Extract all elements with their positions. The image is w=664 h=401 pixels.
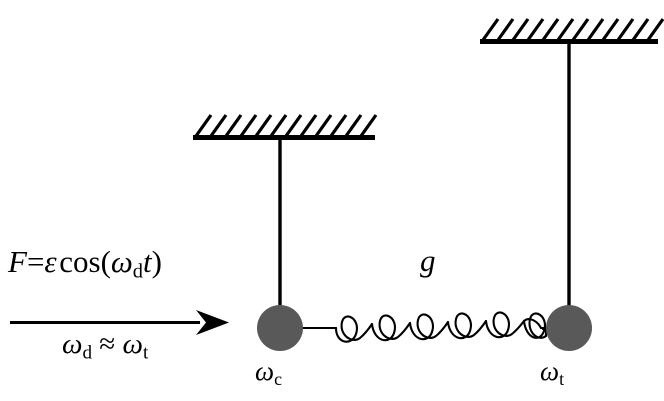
ceiling-support-right — [480, 18, 664, 44]
approx-sign: ≈ — [99, 328, 116, 360]
omega-t-subscript: t — [559, 368, 565, 389]
resonance-omega-right: ω — [122, 328, 143, 360]
amplitude-symbol: ε — [44, 244, 57, 279]
omega-c-subscript: c — [274, 368, 282, 389]
driving-force-equation: F=ε cos(ωdt) — [8, 246, 162, 282]
omega-c-symbol: ω — [255, 356, 275, 386]
cosine-function: cos — [59, 244, 101, 279]
ceiling-hatching-left — [194, 114, 378, 137]
time-symbol: t — [143, 244, 152, 279]
drive-omega-subscript: d — [132, 260, 143, 283]
resonance-omega-left: ω — [62, 328, 83, 360]
omega-t-symbol: ω — [540, 356, 560, 386]
coupling-spring — [301, 311, 548, 343]
ceiling-support-left — [193, 114, 378, 140]
pendulum-mass-left — [257, 305, 303, 351]
mass-label-left: ωc — [255, 358, 282, 389]
ceiling-hatching-right — [481, 18, 664, 41]
force-symbol: F — [8, 244, 27, 279]
resonance-omega-left-subscript: d — [82, 342, 93, 364]
arrow-head — [196, 310, 229, 335]
open-paren: ( — [100, 244, 111, 279]
drive-omega-symbol: ω — [110, 244, 133, 279]
resonance-condition: ωd ≈ ωt — [62, 328, 149, 364]
pendulum-mass-right — [546, 305, 592, 351]
mass-label-right: ωt — [540, 358, 564, 389]
driving-force-arrow — [10, 310, 229, 335]
close-paren: ) — [151, 244, 162, 279]
equals-sign: = — [26, 244, 45, 279]
resonance-omega-right-subscript: t — [142, 342, 149, 364]
coupling-strength-label: g — [420, 243, 436, 278]
